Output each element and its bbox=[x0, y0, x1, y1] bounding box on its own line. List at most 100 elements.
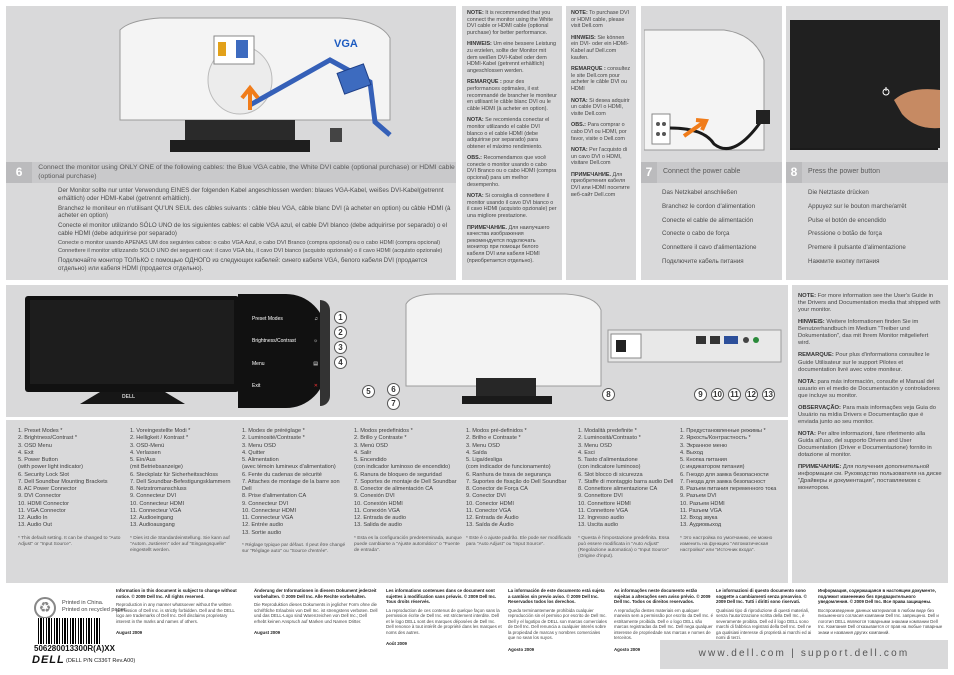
legal-de: Änderung der Informationen in diesem Dok… bbox=[254, 588, 378, 635]
parts-list-de: 1. Voreingestellte Modi *2. Helligkeit /… bbox=[130, 428, 238, 554]
parts-footnote-it: * Questa è l'impostazione predefinita. E… bbox=[578, 535, 670, 560]
legal-en: Information in this document is subject … bbox=[116, 588, 237, 635]
legal-pt: As informações neste documento estão suj… bbox=[614, 588, 714, 652]
callout-2: 2 bbox=[334, 326, 347, 339]
step8-illustration bbox=[790, 20, 940, 150]
step8-line-5: Нажмите кнопку питания bbox=[808, 257, 880, 265]
step8-line-4: Premere il pulsante d'alimentazione bbox=[808, 244, 906, 251]
step8-header: 8 Press the power button bbox=[786, 162, 948, 183]
parts-list-it: 1. Modalità predefinite *2. Luminosità/C… bbox=[578, 428, 678, 561]
step8-line-2: Pulse el botón de encendido bbox=[808, 216, 887, 224]
callout-12: 12 bbox=[745, 388, 758, 401]
step6-heading: Connect the monitor using ONLY ONE of th… bbox=[38, 164, 455, 180]
callout-5: 5 bbox=[362, 385, 375, 398]
note2-it: NOTA: Per l'acquisto di un cavo DVI o HD… bbox=[571, 147, 628, 167]
step7-line-5: Подключите кабель питания bbox=[662, 257, 744, 265]
step7-translations: Das Netzkabel anschließen Branchez le co… bbox=[662, 189, 780, 268]
step6-line-it: Connettere il monitor utilizzando SOLO U… bbox=[58, 248, 443, 255]
parts-list-fr: 1. Modes de préréglage *2. Luminosité/Co… bbox=[242, 428, 350, 555]
callout-6: 6 bbox=[387, 383, 400, 396]
callout-7: 7 bbox=[387, 397, 400, 410]
parts-footnote-ru: * Это настройка по умолчанию, ее можно и… bbox=[680, 535, 773, 554]
step8-number: 8 bbox=[786, 162, 802, 183]
note3-es: NOTA: para más información, consulte el … bbox=[798, 378, 940, 399]
parts-footnote-pt: * Este é o ajuste padrão. Ele pode ser m… bbox=[466, 535, 572, 547]
osd-row-exit: Exit✕ bbox=[252, 382, 318, 389]
preset-icon: ♫ bbox=[314, 316, 318, 322]
part-number: (DELL P/N C336T Rev.A00) bbox=[66, 658, 136, 664]
printed-info: Printed in China. Printed on recycled pa… bbox=[62, 600, 127, 614]
parts-footnote-de: * Dies ist die Standardeinstellung. Sie … bbox=[130, 535, 230, 554]
step8-line-0: Die Netztaste drücken bbox=[808, 189, 869, 196]
osd-row-menu: Menu▤ bbox=[252, 360, 318, 367]
note-pt: OBS.: Recomendamos que você conecte o mo… bbox=[467, 155, 557, 188]
menu-icon: ▤ bbox=[313, 360, 318, 367]
callout-13: 13 bbox=[762, 388, 775, 401]
step7-number: 7 bbox=[641, 162, 657, 183]
step7-line-4: Connettere il cavo d'alimentazione bbox=[662, 244, 757, 251]
notes-dvi-hdmi: NOTE: It is recommended that you connect… bbox=[462, 6, 562, 280]
step6-illustration bbox=[119, 17, 392, 152]
brightness-icon: ☼ bbox=[313, 338, 318, 345]
callout-1: 1 bbox=[334, 311, 347, 324]
legal-es: La información de este documento está su… bbox=[508, 588, 607, 652]
legal-ru: Информация, содержащаяся в настоящем док… bbox=[818, 588, 943, 646]
step6-translations: Der Monitor sollte nur unter Verwendung … bbox=[58, 187, 454, 275]
note3-pt: OBSERVAÇÃO: Para mais informações veja G… bbox=[798, 404, 937, 425]
parts-list-es: 1. Modos predefinidos *2. Brillo y Contr… bbox=[354, 428, 462, 554]
step7-line-2: Conecte el cable de alimentación bbox=[662, 216, 754, 224]
step7-line-3: Conecte o cabo de força bbox=[662, 230, 730, 238]
note-en: NOTE: It is recommended that you connect… bbox=[467, 10, 553, 36]
note-it: NOTA: Si consiglia di connettere il moni… bbox=[467, 193, 557, 220]
note-de: HINWEIS: Um eine bessere Leistung zu erz… bbox=[467, 41, 556, 74]
parts-list-en: 1. Preset Modes *2. Brightness/Contrast … bbox=[18, 428, 126, 548]
parts-footnote-es: * Esta es la configuración predeterminad… bbox=[354, 535, 462, 554]
step7-heading: Connect the power cable bbox=[663, 168, 741, 176]
step8-line-1: Appuyez sur le bouton marche/arrêt bbox=[808, 202, 907, 210]
recycle-icon: ♻ bbox=[34, 597, 56, 619]
note2-ru: ПРИМЕЧАНИЕ. Для приобретения кабеля DVI … bbox=[571, 171, 630, 198]
step6-number: 6 bbox=[6, 162, 33, 183]
note-es: NOTA: Se recomienda conectar el monitor … bbox=[467, 117, 550, 150]
monitor-rear bbox=[405, 293, 782, 404]
barcode bbox=[38, 618, 102, 644]
step8-line-3: Pressione o botão de força bbox=[808, 230, 882, 238]
website-url[interactable]: www.dell.com | support.dell.com bbox=[698, 648, 910, 660]
callout-9: 9 bbox=[694, 388, 707, 401]
barcode-text: 506280013300R(A)XX bbox=[34, 644, 115, 653]
printed-recycled: Printed on recycled paper. bbox=[62, 606, 127, 613]
vga-label: VGA bbox=[334, 38, 358, 50]
step6-line-es: Conecte el monitor utilizando SÓLO UNO d… bbox=[58, 222, 447, 237]
osd-row-preset: Preset Modes♫ bbox=[252, 316, 318, 322]
step6-line-pt: Conecte o monitor usando APENAS UM dos s… bbox=[58, 239, 441, 246]
note-ru: ПРИМЕЧАНИЕ. Для наилучшего качества изоб… bbox=[467, 224, 550, 264]
exit-icon: ✕ bbox=[313, 382, 318, 389]
dell-logo: DELL bbox=[32, 654, 65, 666]
note3-ru: ПРИМЕЧАНИЕ: Для получения дополнительной… bbox=[798, 464, 942, 492]
osd-edge bbox=[320, 300, 330, 406]
osd-row-brightness: Brightness/Contrast☼ bbox=[252, 338, 318, 345]
step7-line-0: Das Netzkabel anschließen bbox=[662, 189, 738, 196]
legal-fr: Les informations contenues dans ce docum… bbox=[386, 588, 502, 646]
step6-line-de: Der Monitor sollte nur unter Verwendung … bbox=[58, 187, 444, 202]
note2-pt: OBS.: Para comprar o cabo DVI ou HDMI, p… bbox=[571, 122, 627, 142]
parts-lists-panel bbox=[6, 420, 788, 583]
step7-line-1: Branchez le cordon d'alimentation bbox=[662, 202, 756, 210]
parts-list-ru: 1. Предустановленные режимы *2. Яркость/… bbox=[680, 428, 786, 554]
website-bar: www.dell.com | support.dell.com bbox=[660, 640, 948, 669]
notes-users-guide: NOTE: For more information see the User'… bbox=[792, 285, 948, 583]
note2-fr: REMARQUE : consultez le site Dell.com po… bbox=[571, 66, 631, 92]
note3-it: NOTA: Per altre informazioni, fare rifer… bbox=[798, 431, 932, 459]
step6-line-fr: Branchez le moniteur en n'utilisant QU'U… bbox=[58, 204, 451, 220]
note3-fr: REMARQUE: Pour plus d'informations consu… bbox=[798, 352, 930, 373]
callout-3: 3 bbox=[334, 341, 347, 354]
callout-8: 8 bbox=[602, 388, 615, 401]
step6-line-ru: Подключайте монитор ТОЛЬКО с помощью ОДН… bbox=[58, 257, 428, 273]
step7-illustration bbox=[644, 29, 770, 151]
printed-china: Printed in China. bbox=[62, 600, 104, 606]
callout-4: 4 bbox=[334, 356, 347, 369]
notes-purchase: NOTE: To purchase DVI or HDMI cable, ple… bbox=[566, 6, 636, 280]
parts-footnote-en: * This default setting. It can be change… bbox=[18, 535, 121, 547]
step7-header: 7 Connect the power cable bbox=[641, 162, 782, 183]
callout-10: 10 bbox=[711, 388, 724, 401]
